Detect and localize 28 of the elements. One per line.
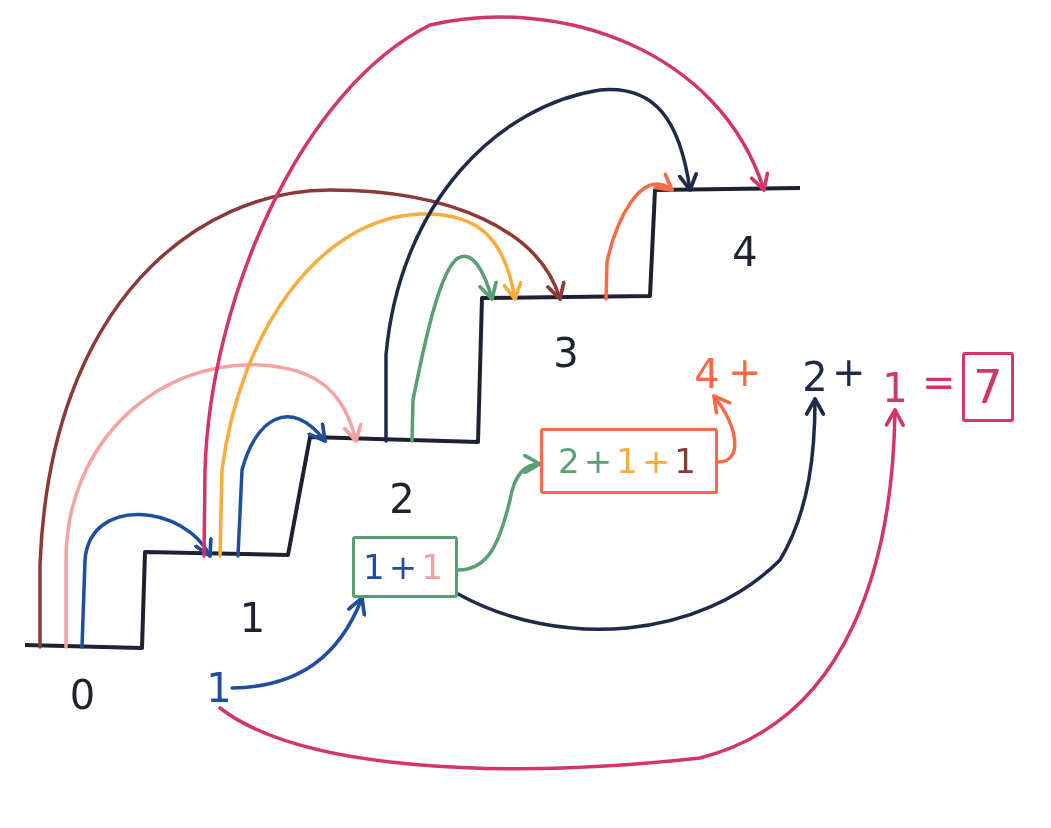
step-number: 4 (660, 190, 800, 290)
operator-sign: + (832, 352, 866, 392)
arrow (604, 173, 674, 301)
operator-sign: + (728, 352, 762, 392)
arrow (236, 415, 327, 558)
arrow (410, 254, 498, 443)
arrow (218, 408, 905, 771)
step-number: 0 (25, 647, 140, 717)
expression-box: 1+1 (352, 536, 458, 598)
arrow (80, 512, 212, 649)
operator-sign: = (922, 362, 956, 402)
arrow (384, 87, 698, 443)
arrow (456, 454, 542, 572)
arrow (218, 212, 523, 558)
arrow (64, 363, 362, 649)
result-box: 7 (962, 352, 1014, 422)
step-number: 2 (318, 441, 476, 521)
expression-box: 2+1+1 (540, 428, 718, 494)
arrow (456, 397, 826, 632)
sum-term: 4 (692, 352, 722, 396)
sum-term: 1 (882, 366, 908, 410)
sum-term: 1 (206, 668, 232, 708)
step-number: 1 (150, 556, 285, 636)
arrow (202, 15, 768, 558)
arrow (38, 188, 565, 649)
step-number: 3 (486, 299, 646, 379)
arrow (230, 596, 366, 690)
sum-term: 2 (800, 355, 830, 399)
